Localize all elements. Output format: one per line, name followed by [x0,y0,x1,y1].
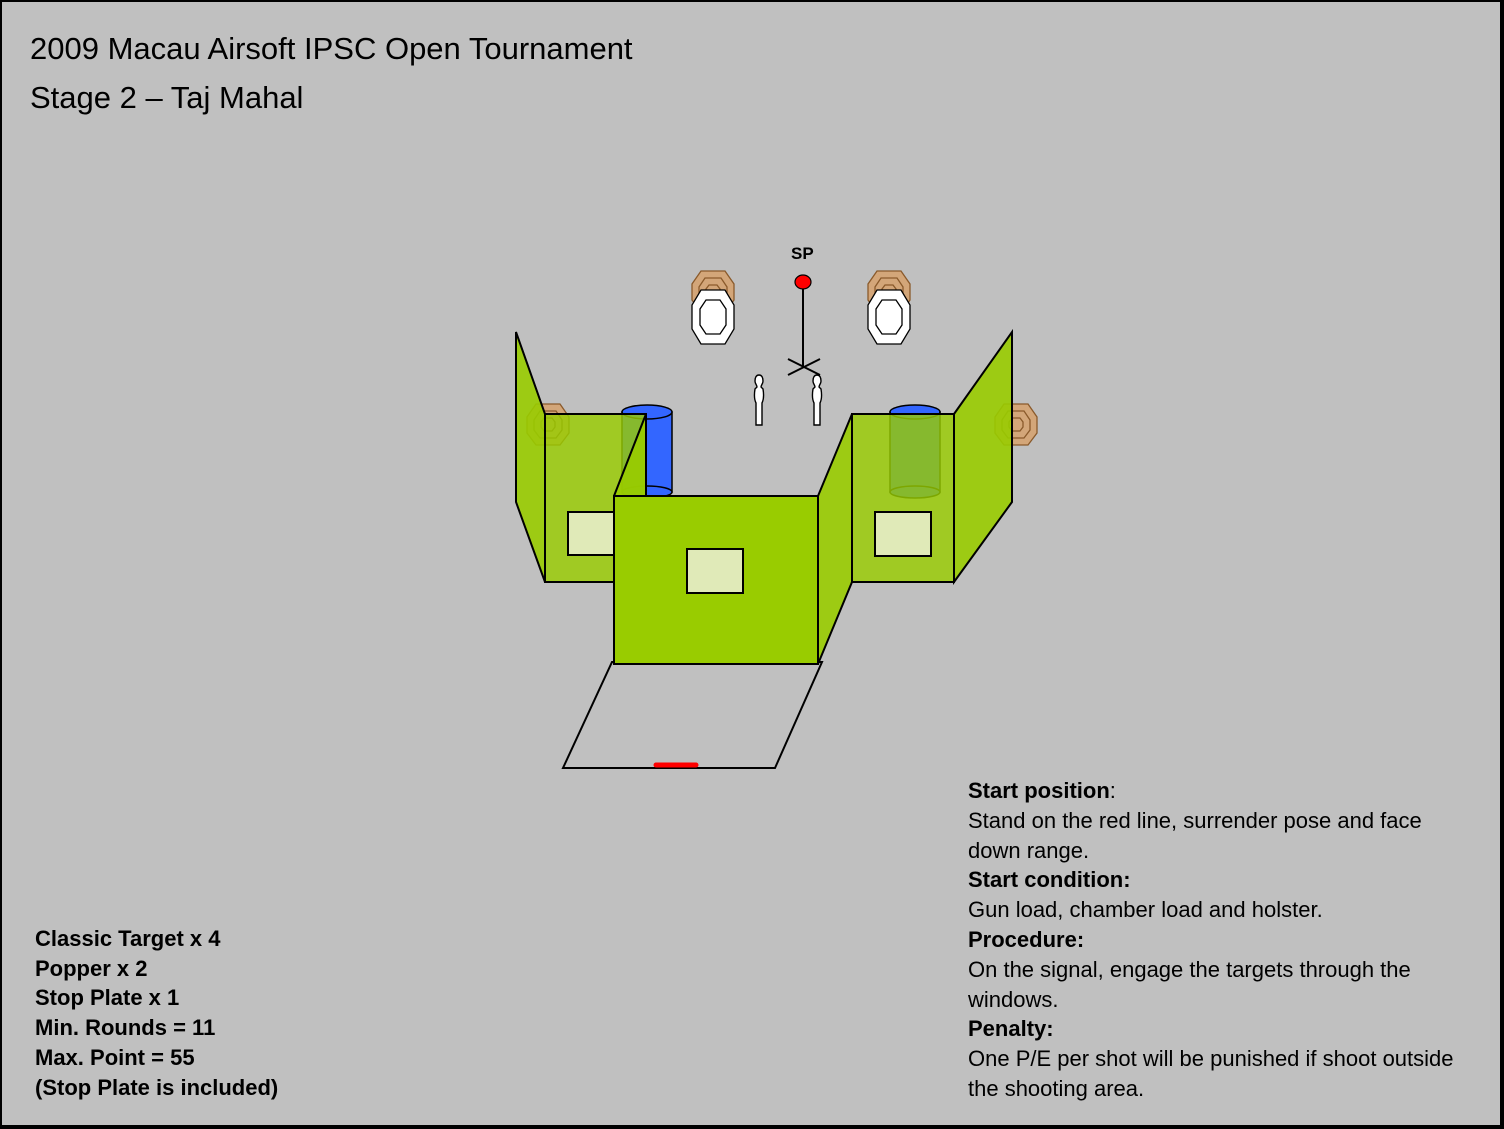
stop-plate-marker [794,274,812,290]
right-connecting-wall [817,413,853,665]
stage-summary: Classic Target x 4 Popper x 2 Stop Plate… [35,924,278,1102]
summary-stop-plate: Stop Plate x 1 [35,985,180,1011]
penalty-text: One P/E per shot will be punished if sho… [968,1046,1454,1101]
center-window [686,548,744,594]
procedure-text: On the signal, engage the targets throug… [968,956,1411,1012]
tournament-title: 2009 Macau Airsoft IPSC Open Tournament [30,31,633,66]
popper-right [811,374,823,426]
start-position-text: Stand on the red line, surrender pose an… [968,807,1422,863]
penalty-heading: Penalty: [968,1016,1054,1042]
no-shoot-left [691,289,735,345]
summary-classic-targets: Classic Target x 4 [35,926,221,951]
start-condition-heading: Start condition: [968,867,1131,893]
right-window [874,511,932,557]
procedure-heading: Procedure: [968,926,1085,952]
summary-min-rounds: Min. Rounds = 11 [35,1015,216,1041]
right-wing-wall [953,328,1013,586]
summary-max-point: Max. Point = 55 [35,1044,195,1070]
summary-poppers: Popper x 2 [35,955,148,981]
stop-plate-label: SP [791,244,814,263]
stage-briefing: Start position: Stand on the red line, s… [968,776,1468,1104]
shooting-area [561,661,824,769]
left-wing-wall [515,331,546,583]
start-position-heading: Start position: [968,778,1116,803]
summary-note: (Stop Plate is included) [35,1074,279,1100]
no-shoot-right [867,289,911,345]
popper-left [753,374,765,426]
start-condition-text: Gun load, chamber load and holster. [968,897,1323,923]
stage-title: Stage 2 – Taj Mahal [30,80,304,115]
